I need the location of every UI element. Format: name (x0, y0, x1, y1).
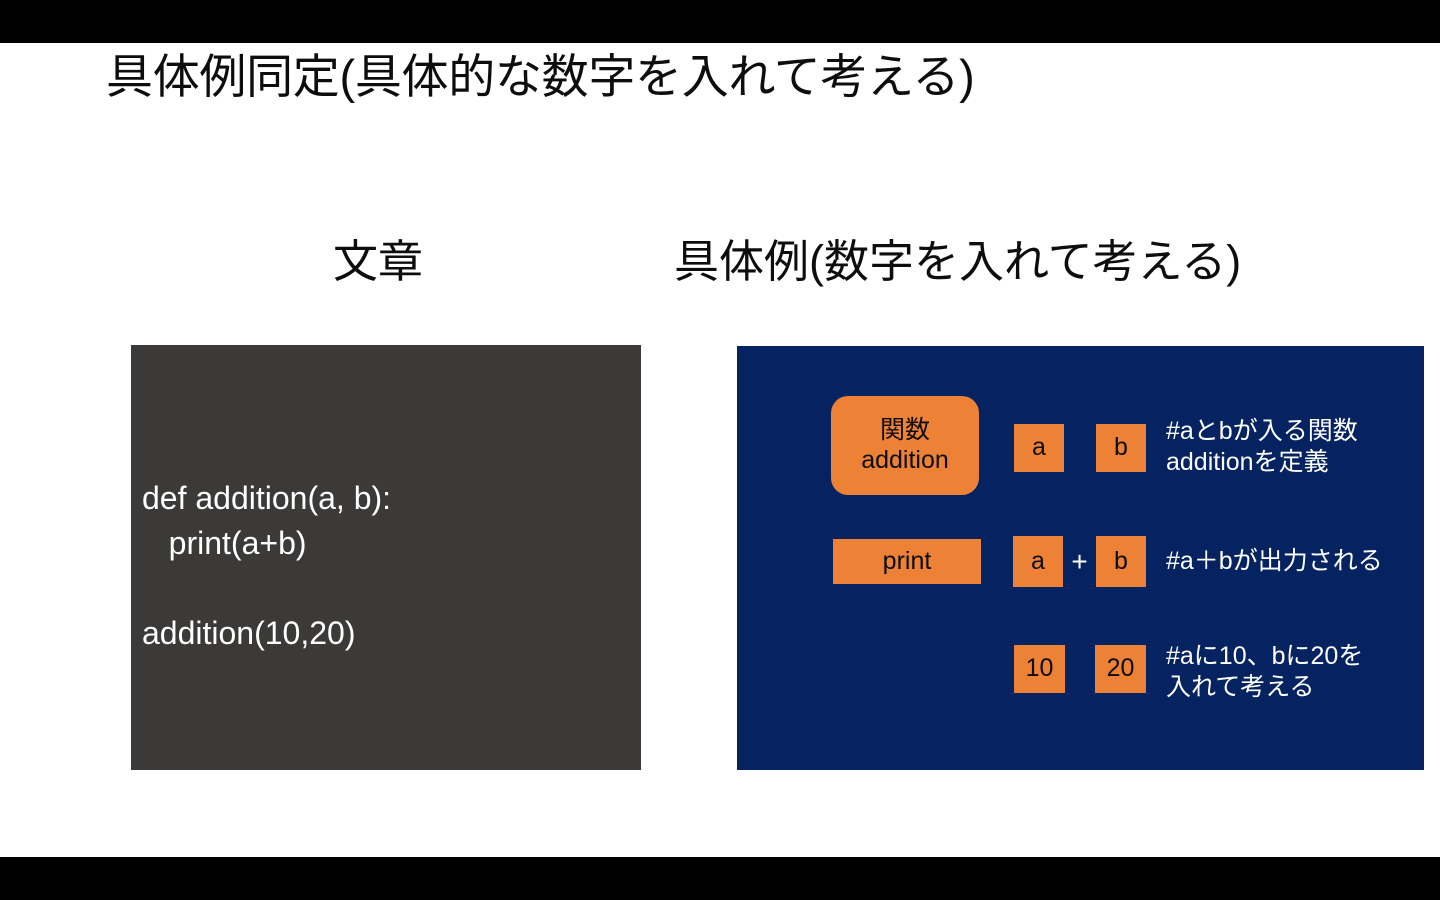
value-box-a-row3: 10 (1014, 645, 1065, 693)
caption-row1: #aとbが入る関数 additionを定義 (1166, 417, 1358, 476)
param-box-a-row2: a (1013, 536, 1063, 587)
diagram-panel: 関数 addition a b #aとbが入る関数 additionを定義 pr… (737, 346, 1424, 770)
caption-row3: #aに10、bに20を 入れて考える (1166, 642, 1364, 701)
caption-row2: #a＋bが出力される (1166, 547, 1383, 575)
code-block: def addition(a, b): print(a+b) addition(… (142, 480, 392, 651)
param-box-b-row1: b (1096, 424, 1146, 472)
param-box-a-row1: a (1014, 424, 1064, 472)
code-panel: def addition(a, b): print(a+b) addition(… (131, 345, 641, 770)
function-box-line1: 関数 (879, 416, 930, 444)
function-box: 関数 addition (831, 396, 979, 495)
function-box-line2: addition (861, 445, 949, 474)
page-title: 具体例同定(具体的な数字を入れて考える) (106, 50, 975, 103)
plus-operator-icon: + (1071, 545, 1088, 577)
column-heading-right: 具体例(数字を入れて考える) (674, 236, 1242, 287)
param-box-b-row2: b (1096, 536, 1146, 587)
letterbox-bottom (0, 857, 1440, 900)
column-heading-left: 文章 (333, 236, 424, 287)
print-box: print (833, 539, 981, 584)
letterbox-top (0, 0, 1440, 43)
value-box-b-row3: 20 (1095, 645, 1146, 693)
